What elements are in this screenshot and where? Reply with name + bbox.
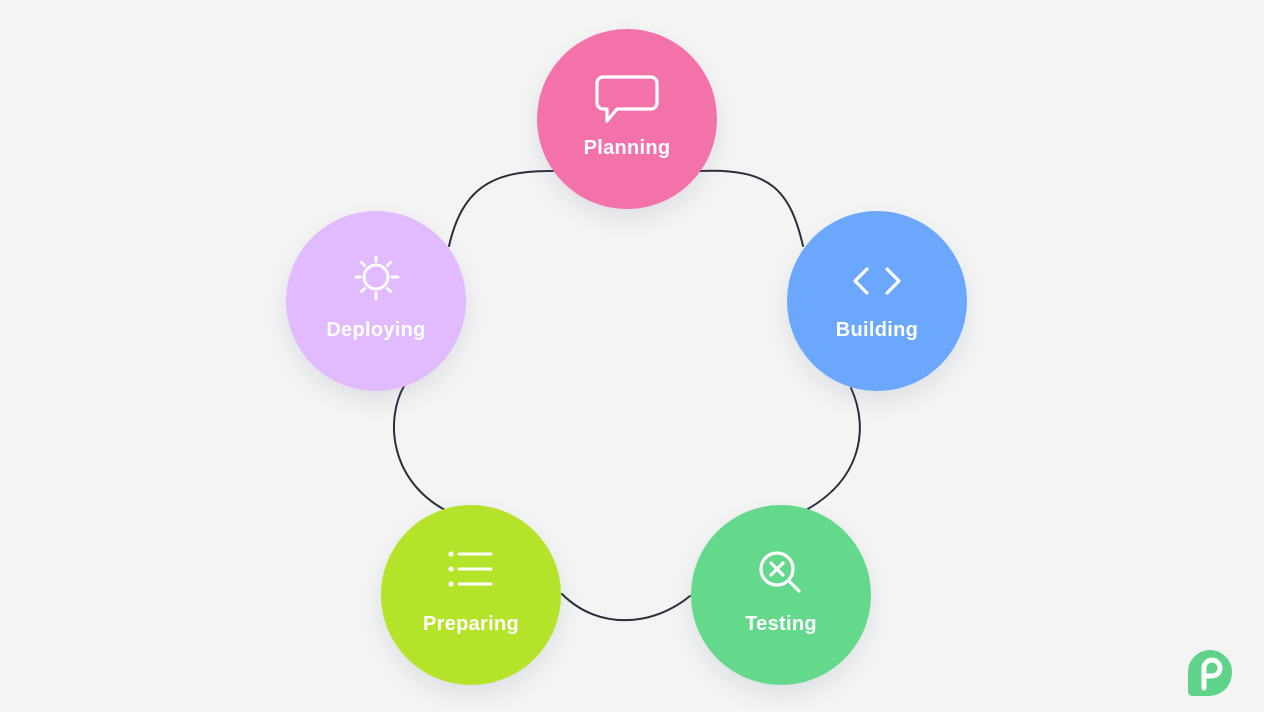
step-building: Building <box>787 211 967 391</box>
step-deploying: Deploying <box>286 211 466 391</box>
step-planning: Planning <box>537 29 717 209</box>
step-label-deploying: Deploying <box>326 319 426 341</box>
list-icon <box>448 551 493 587</box>
step-label-building: Building <box>835 319 919 341</box>
sun-icon <box>354 255 400 301</box>
brand-logo-icon <box>1188 650 1232 696</box>
step-preparing: Preparing <box>381 505 561 685</box>
connector-testing-preparing <box>561 593 691 622</box>
step-label-planning: Planning <box>583 137 671 159</box>
magnifier-x-icon <box>759 551 801 593</box>
step-label-preparing: Preparing <box>422 613 520 635</box>
connector-planning-building <box>699 169 804 247</box>
connector-deploying-planning <box>448 169 554 247</box>
step-label-testing: Testing <box>745 613 817 635</box>
speech-bubble-icon <box>595 75 659 123</box>
code-brackets-icon <box>853 267 901 295</box>
step-testing: Testing <box>691 505 871 685</box>
connector-building-testing <box>805 387 861 511</box>
connector-preparing-deploying <box>393 385 446 511</box>
